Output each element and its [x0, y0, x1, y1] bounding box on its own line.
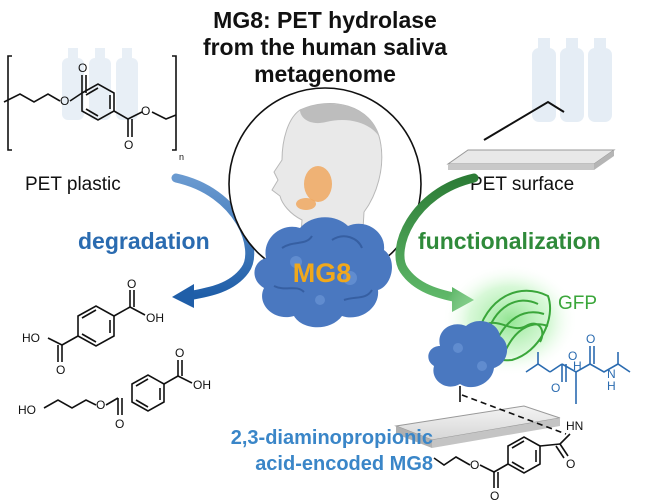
pet-atoms: O O O O [60, 61, 150, 152]
pet-repeat-structure [3, 55, 177, 151]
svg-text:O: O [470, 458, 479, 472]
pet-surface-slab [446, 100, 616, 170]
svg-text:O: O [115, 417, 124, 431]
linker-benzoyl-structure [433, 433, 571, 488]
svg-text:O: O [490, 489, 499, 501]
title-line-3: metagenome [254, 61, 396, 87]
bottles-faint-right [532, 38, 612, 122]
repeat-subscript: n [179, 152, 184, 162]
tpa-structure [47, 290, 146, 362]
amine-hn: HN [566, 419, 583, 433]
bottles-faint-left [62, 48, 138, 120]
dap-linker-structure [525, 346, 631, 390]
mg8-label: MG8 [293, 258, 352, 288]
caption-line-1: 2,3-diaminopropionic [231, 427, 433, 449]
svg-text:O: O [175, 346, 184, 360]
mhet-oh: OH [193, 378, 211, 392]
caption-block: 2,3-diaminopropionic acid-encoded MG8 [231, 427, 433, 475]
functionalized-surface-slab [394, 405, 561, 448]
amide-n: N [607, 367, 616, 381]
functionalization-arrow [395, 173, 479, 303]
svg-text:O: O [568, 349, 577, 363]
tpa-ho: HO [22, 331, 40, 345]
degradation-arrow-head [172, 284, 194, 308]
title-line-1: MG8: PET hydrolase [213, 7, 437, 33]
mhet-atoms: HO O O O OH [18, 346, 211, 431]
bracket-left [7, 55, 12, 151]
mhet-ho: HO [18, 403, 36, 417]
atom-o: O [78, 61, 87, 75]
degradation-label: degradation [78, 228, 210, 254]
degradation-arrow [171, 173, 255, 301]
dap-atoms: O O H O N H [551, 332, 616, 395]
pet-plastic-label: PET plastic [25, 174, 121, 195]
salivary-gland [304, 166, 332, 202]
tpa-oh: OH [146, 311, 164, 325]
dashed-link [461, 394, 567, 435]
amide-h: H [573, 359, 582, 373]
title-line-2: from the human saliva [203, 34, 447, 60]
svg-text:O: O [96, 398, 105, 412]
gfp-label: GFP [558, 293, 597, 314]
svg-text:O: O [56, 363, 65, 377]
functionalization-label: functionalization [418, 228, 601, 254]
mhet-structure [43, 360, 193, 415]
caption-line-2: acid-encoded MG8 [255, 453, 433, 475]
linker-atoms: O O O [470, 457, 575, 501]
bracket-right [172, 55, 177, 151]
tpa-atoms: O OH HO O [22, 277, 164, 377]
title-block: MG8: PET hydrolase from the human saliva… [203, 7, 447, 87]
atom-o: O [141, 104, 150, 118]
svg-text:O: O [127, 277, 136, 291]
svg-text:O: O [586, 332, 595, 346]
svg-text:O: O [551, 381, 560, 395]
atom-o: O [124, 138, 133, 152]
pet-surface-label: PET surface [470, 174, 574, 195]
mg8-protein [254, 217, 392, 328]
svg-text:O: O [566, 457, 575, 471]
atom-o: O [60, 94, 69, 108]
mg8-protein-small [428, 321, 508, 388]
svg-text:H: H [607, 379, 616, 393]
